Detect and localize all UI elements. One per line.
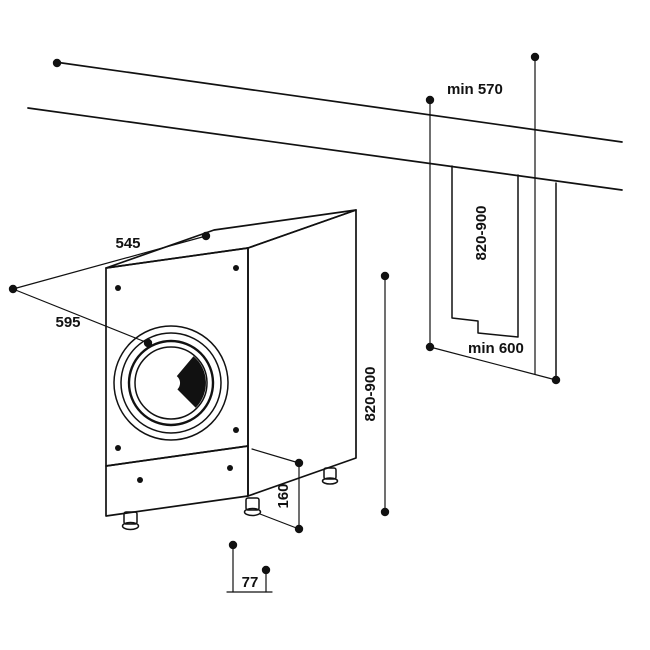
worktop-front-edge [27,107,623,191]
foot-pad [321,477,339,485]
dim-label-niche-height: 820-900 [473,205,490,260]
dim-label-545: 545 [115,235,140,252]
machine-foot-rear [321,467,339,485]
dim-endpoint-dot [380,507,390,517]
machine-side-panel [247,209,357,497]
dimension-foot-offset: 77 [226,540,273,593]
foot-bolt [245,497,260,511]
dim-label-min-600: min 600 [468,340,524,357]
dimension-niche-width: min 600 [429,340,561,385]
worktop-reference-dot [52,58,62,68]
door-glass-ring [127,339,215,427]
dim-endpoint-dot [143,338,153,348]
dimension-machine-height: 820-900 [362,271,390,517]
door [113,325,229,441]
machine-foot-front-left [121,511,140,531]
door-rim-inner [120,332,222,434]
dimension-base-height: 160 [251,448,304,534]
foot-pad [243,507,262,517]
dimension-top-depth: 545 [8,231,211,294]
dim-endpoint-dot [294,524,304,534]
dim-endpoint-dot [380,271,390,281]
dim-label-160: 160 [275,483,292,508]
door-handle-shading [176,356,206,408]
screw-icon [137,477,143,483]
foot-bolt [123,511,138,525]
dim-endpoint-dot [530,52,540,62]
dim-label-min-570: min 570 [447,81,503,98]
screw-icon [233,265,239,271]
cabinet [451,165,557,379]
dim-label-77: 77 [242,574,259,591]
washing-machine [105,209,357,531]
dimension-niche-depth: min 570 [425,81,503,352]
dim-extension-line [259,513,300,530]
screw-icon [233,427,239,433]
dim-label-595: 595 [55,314,80,331]
machine-top-face [105,209,357,269]
dim-label-machine-height: 820-900 [362,366,379,421]
dim-line [12,235,207,290]
dim-line [429,346,557,381]
dim-line [12,288,149,344]
dim-endpoint-dot [551,375,561,385]
foot-pad [121,521,140,531]
dim-endpoint-dot [425,95,435,105]
screw-icon [115,285,121,291]
cabinet-side-panel [451,165,519,338]
dimension-niche-height: 820-900 [473,52,540,375]
dim-endpoint-dot [294,458,304,468]
foot-bolt [323,467,337,480]
door-outer-rim [113,325,229,441]
door-glass [134,346,208,420]
dim-extension-line [251,448,300,464]
machine-base-plinth [105,445,249,517]
screw-icon [227,465,233,471]
worktop [27,58,623,191]
dimension-front-width: 595 [12,288,153,348]
worktop-top-edge [54,61,623,143]
screw-icon [115,445,121,451]
machine-foot-front-right [243,497,262,517]
dim-endpoint-dot [201,231,211,241]
